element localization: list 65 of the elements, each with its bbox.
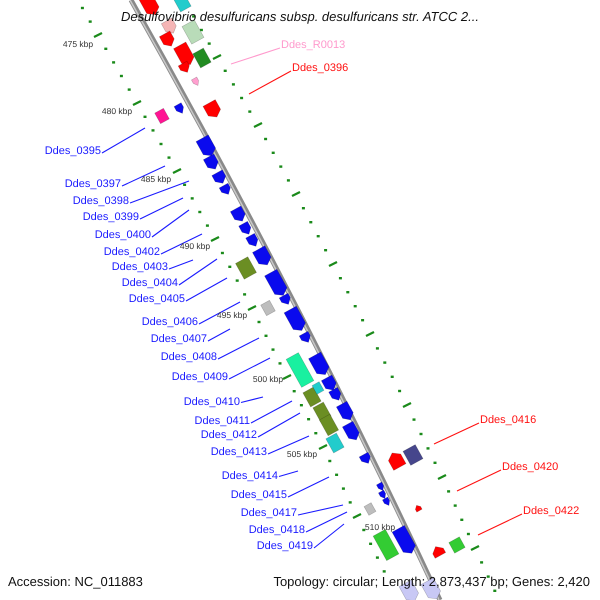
gene-label: Ddes_0407: [150, 333, 207, 346]
gene-label: Ddes_0418: [248, 524, 305, 537]
leader-line: [240, 396, 264, 404]
leader-line: [268, 436, 310, 454]
leader-line: [208, 328, 230, 342]
leader-line: [434, 422, 480, 444]
gene-label: Ddes_0414: [222, 470, 278, 483]
leader-line: [218, 338, 260, 360]
leader-line: [228, 358, 270, 380]
accession-text: Accession: NC_011883: [8, 575, 143, 588]
leader-line: [278, 470, 298, 478]
gene-label: Ddes_0409: [172, 371, 228, 384]
gene-label: Ddes_0400: [94, 229, 151, 242]
gene-label: Ddes_R0013: [281, 39, 346, 52]
gene-label: Ddes_0408: [160, 351, 217, 364]
gene-label: Ddes_0403: [112, 261, 168, 274]
gene-label: Ddes_0411: [194, 415, 250, 428]
gene-label: Ddes_0412: [200, 429, 257, 442]
leader-line: [178, 258, 218, 286]
gene-label: Ddes_0396: [292, 62, 348, 75]
leader-line: [478, 514, 522, 536]
leader-line: [314, 524, 344, 548]
gene-label: Ddes_0410: [184, 396, 240, 409]
gene-label: Ddes_0395: [44, 145, 101, 158]
leader-line: [230, 47, 280, 65]
gene-label: Ddes_0406: [142, 316, 198, 329]
leader-line: [298, 504, 344, 516]
leader-line: [186, 278, 228, 302]
leader-line: [160, 234, 202, 254]
leader-line: [168, 259, 194, 270]
summary-text: Topology: circular; Length: 2,873,437 bp; Genes: 2,420: [273, 575, 590, 588]
leader-line: [250, 400, 292, 424]
gene-label: Ddes_0399: [82, 211, 139, 224]
leader-line: [248, 70, 292, 94]
leader-line: [198, 302, 240, 324]
leader-line: [130, 180, 190, 204]
leader-line: [258, 412, 300, 438]
scale-label: 490 kbp: [180, 241, 210, 251]
gene-label: Ddes_0402: [104, 246, 160, 259]
leader-line: [140, 198, 184, 220]
scale-label: 510 kbp: [364, 522, 396, 532]
scale-label: 480 kbp: [102, 106, 132, 116]
gene-label: Ddes_0420: [502, 461, 558, 474]
gene-label: Ddes_0422: [523, 505, 580, 518]
gene-label: Ddes_0417: [240, 507, 297, 520]
gene-label: Ddes_0419: [256, 540, 313, 553]
scale-label: 495 kbp: [216, 310, 248, 320]
leader-line: [122, 166, 166, 186]
scale-label: 505 kbp: [286, 449, 318, 459]
scale-label: 475 kbp: [62, 39, 94, 49]
gene-label: Ddes_0415: [230, 489, 287, 502]
scale-label: 500 kbp: [252, 374, 284, 384]
leader-line: [306, 512, 348, 532]
title: Desulfovibrio desulfuricans subsp. desulfuricans str. ATCC 2...: [120, 10, 480, 23]
gene-label: Ddes_0398: [72, 195, 129, 208]
gene-label: Ddes_0397: [64, 178, 121, 191]
scale-label: 485 kbp: [140, 174, 172, 184]
gene-label: Ddes_0416: [480, 414, 536, 427]
leader-line: [456, 470, 502, 492]
leader-line: [102, 128, 146, 154]
gene-label: Ddes_0413: [210, 446, 267, 459]
leader-line: [152, 210, 190, 238]
leader-line: [288, 476, 330, 498]
gene-label: Ddes_0404: [122, 277, 178, 290]
gene-label: Ddes_0405: [128, 293, 185, 306]
